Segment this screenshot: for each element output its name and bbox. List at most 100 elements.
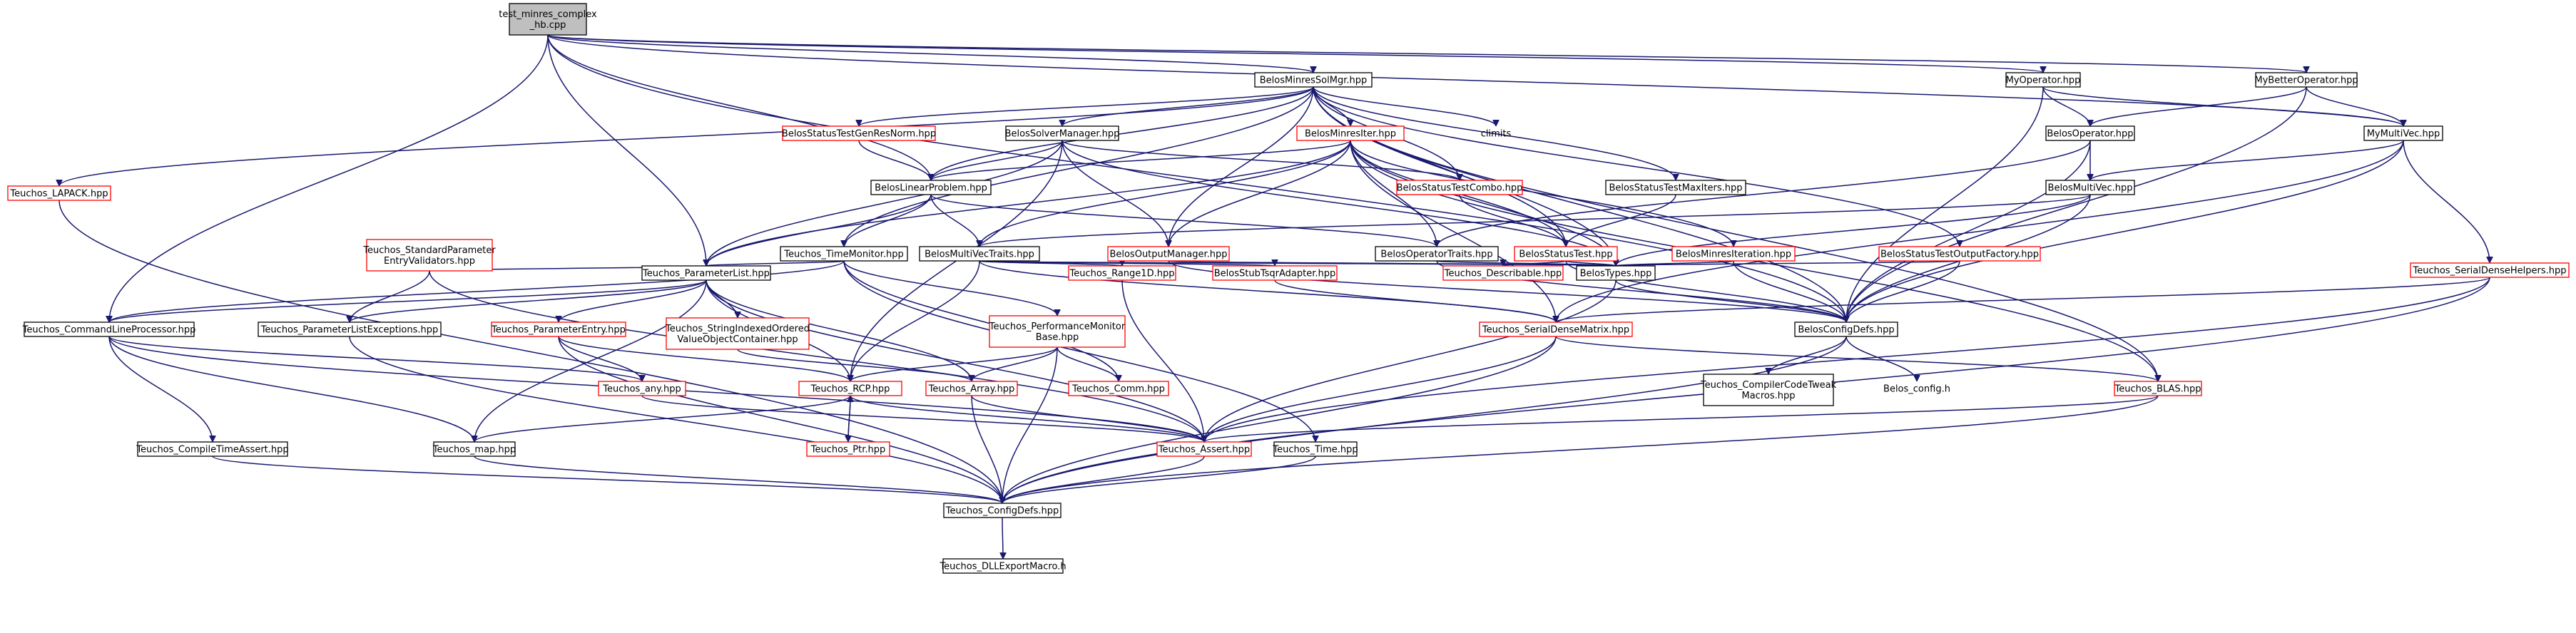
node-label: Teuchos_CompilerCodeTweak <box>1700 380 1837 391</box>
node-label: Teuchos_StandardParameter <box>362 245 496 256</box>
node-box <box>1156 441 1252 457</box>
node-box <box>942 558 1064 574</box>
node-bsta[interactable]: BelosStubTsqrAdapter.hpp <box>1212 265 1338 281</box>
node-bopt[interactable]: BelosOperatorTraits.hpp <box>1375 246 1499 262</box>
node-bmsm[interactable]: BelosMinresSolMgr.hpp <box>1254 72 1373 88</box>
node-bom[interactable]: BelosOutputManager.hpp <box>1107 246 1230 262</box>
node-box <box>943 503 1062 518</box>
node-label: Teuchos_DLLExportMacro.h <box>939 562 1066 572</box>
node-box <box>137 441 288 457</box>
node-bconfh[interactable]: Belos_config.h <box>1883 384 1950 395</box>
node-mybop[interactable]: MyBetterOperator.hpp <box>2254 72 2358 88</box>
node-box <box>1005 125 1119 141</box>
edge-n_stof-to-n_btypes <box>1616 261 1960 266</box>
edge-n_tarr-to-n_tassert <box>971 395 1204 443</box>
node-rid[interactable]: Teuchos_Range1D.hpp <box>1068 265 1176 281</box>
node-tarr[interactable]: Teuchos_Array.hpp <box>925 381 1018 396</box>
node-label: Belos_config.h <box>1883 384 1950 395</box>
edge-n_tmap-to-n_tcd <box>474 456 1002 504</box>
node-tany[interactable]: Teuchos_any.hpp <box>598 381 686 396</box>
edge-n_bmv-to-n_bmvt <box>979 194 2091 247</box>
edge-n_bmsm-to-n_bsm <box>1062 86 1314 127</box>
node-tclp[interactable]: Teuchos_CommandLineProcessor.hpp <box>22 321 196 337</box>
edge-n_tclp-to-n_tcta <box>108 336 213 442</box>
node-box <box>2045 180 2135 195</box>
node-ttime[interactable]: Teuchos_Time.hpp <box>1272 441 1358 457</box>
node-stof[interactable]: BelosStatusTestOutputFactory.hpp <box>1878 246 2041 262</box>
node-stc[interactable]: BelosStatusTestCombo.hpp <box>1396 180 1523 195</box>
node-box <box>2363 125 2443 141</box>
node-tspev[interactable]: Teuchos_StandardParameterEntryValidators… <box>362 239 496 272</box>
node-box <box>2114 381 2202 396</box>
node-root[interactable]: test_minres_complex_hb.cpp <box>499 3 597 36</box>
node-label: Teuchos_Assert.hpp <box>1158 445 1250 456</box>
node-stmi[interactable]: BelosStatusTestMaxIters.hpp <box>1605 180 1746 195</box>
edge-n_tm-to-n_tpl <box>706 261 845 267</box>
node-mmv[interactable]: MyMultiVec.hpp <box>2363 125 2443 141</box>
node-tdll[interactable]: Teuchos_DLLExportMacro.h <box>939 558 1066 574</box>
node-box <box>641 265 771 281</box>
node-tsdh[interactable]: Teuchos_SerialDenseHelpers.hpp <box>2410 262 2570 278</box>
node-tblas[interactable]: Teuchos_BLAS.hpp <box>2114 381 2202 396</box>
edge-n_tarr-to-n_tcd <box>971 395 1002 503</box>
node-label: BelosStatusTestOutputFactory.hpp <box>1880 249 2039 260</box>
node-label: EntryValidators.hpp <box>384 256 475 267</box>
node-label: Teuchos_Array.hpp <box>928 384 1015 395</box>
node-bmv[interactable]: BelosMultiVec.hpp <box>2045 180 2135 195</box>
node-tassert[interactable]: Teuchos_Assert.hpp <box>1156 441 1252 457</box>
edge-n_bmv-to-n_btypes <box>1616 194 2091 267</box>
node-box <box>1107 246 1230 262</box>
node-bsm[interactable]: BelosSolverManager.hpp <box>1005 125 1120 141</box>
node-box <box>1794 321 1898 337</box>
node-tm[interactable]: Teuchos_TimeMonitor.hpp <box>780 246 908 262</box>
edge-n_tptr-to-n_trcp <box>848 396 850 443</box>
node-climits[interactable]: climits <box>1481 129 1512 140</box>
node-tdesc[interactable]: Teuchos_Describable.hpp <box>1442 265 1564 281</box>
node-bop[interactable]: BelosOperator.hpp <box>2045 125 2135 141</box>
edge-n_bmsm-to-n_bcd <box>1313 86 1846 322</box>
node-box <box>509 3 587 36</box>
node-tcta[interactable]: Teuchos_CompileTimeAssert.hpp <box>136 441 289 457</box>
node-box <box>366 239 493 272</box>
edge-n_bmsm-to-n_climits <box>1313 86 1496 127</box>
node-blp[interactable]: BelosLinearProblem.hpp <box>870 180 992 195</box>
node-box <box>1878 246 2041 262</box>
node-stgrn[interactable]: BelosStatusTestGenResNorm.hpp <box>782 125 936 141</box>
node-bmi[interactable]: BelosMinresIter.hpp <box>1296 125 1405 141</box>
node-bmvt[interactable]: BelosMultiVecTraits.hpp <box>919 246 1040 262</box>
node-bst[interactable]: BelosStatusTest.hpp <box>1514 246 1618 262</box>
node-tpe[interactable]: Teuchos_ParameterEntry.hpp <box>491 321 626 337</box>
node-lapack[interactable]: Teuchos_LAPACK.hpp <box>7 185 111 201</box>
node-tcd[interactable]: Teuchos_ConfigDefs.hpp <box>943 503 1062 518</box>
node-bcd[interactable]: BelosConfigDefs.hpp <box>1794 321 1898 337</box>
node-box <box>806 441 890 457</box>
node-trcp[interactable]: Teuchos_RCP.hpp <box>798 381 902 396</box>
edge-n_bcd-to-n_tcct <box>1768 336 1847 375</box>
node-box <box>1273 441 1358 457</box>
edge-n_tm-to-n_tcomm <box>843 260 1119 381</box>
node-label: Teuchos_Range1D.hpp <box>1069 269 1175 279</box>
node-btypes[interactable]: BelosTypes.hpp <box>1576 265 1656 281</box>
node-box <box>1396 180 1523 195</box>
node-myop[interactable]: MyOperator.hpp <box>2005 72 2081 88</box>
edge-n_tsdm-to-n_tblas <box>1555 336 2158 382</box>
node-box <box>1068 381 1169 396</box>
node-label: ValueObjectContainer.hpp <box>677 334 798 345</box>
node-tptr[interactable]: Teuchos_Ptr.hpp <box>806 441 890 457</box>
edge-n_mmv-to-n_tsdm <box>1556 140 2404 322</box>
node-tple[interactable]: Teuchos_ParameterListExceptions.hpp <box>258 321 442 337</box>
edge-n_tpe-to-n_tany <box>558 336 642 382</box>
node-tsdm[interactable]: Teuchos_SerialDenseMatrix.hpp <box>1479 321 1633 337</box>
node-tpl[interactable]: Teuchos_ParameterList.hpp <box>641 265 771 281</box>
edge-n_bmsm-to-n_blp <box>931 86 1314 181</box>
node-tsiovc[interactable]: Teuchos_StringIndexedOrderedValueObjectC… <box>665 317 810 350</box>
edge-n_mybop-to-n_bop <box>2090 86 2307 127</box>
node-tcomm[interactable]: Teuchos_Comm.hpp <box>1068 381 1169 396</box>
node-box <box>870 180 992 195</box>
edge-n_bmsm-to-n_tblas <box>1313 86 2158 381</box>
node-tmap[interactable]: Teuchos_map.hpp <box>432 441 516 457</box>
node-bmiter[interactable]: BelosMinresIteration.hpp <box>1671 246 1796 262</box>
edge-n_bst-to-n_tdesc <box>1503 261 1567 267</box>
